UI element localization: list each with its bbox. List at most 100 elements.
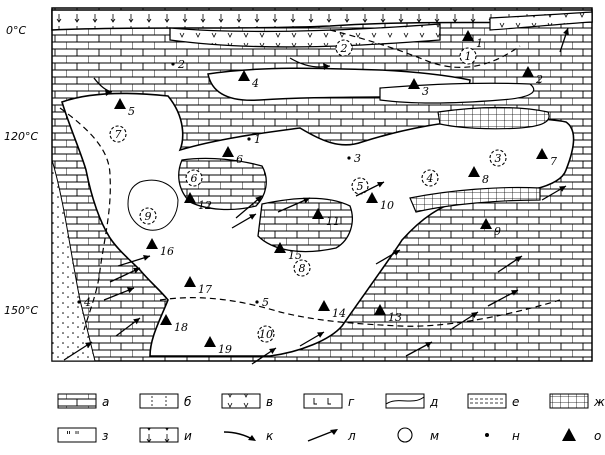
site-triangle-icon xyxy=(160,314,172,325)
legend-letter: л xyxy=(347,429,356,443)
site-triangle-icon xyxy=(274,242,286,253)
site-triangle-icon xyxy=(146,238,158,249)
down-arrows-icon xyxy=(139,427,179,443)
quote-marks-icon: " " xyxy=(57,427,97,443)
site-triangle-icon xyxy=(536,148,548,159)
site-triangle-number: 4 xyxy=(251,77,259,90)
arrow-head-icon xyxy=(323,63,330,70)
arrow-head-icon xyxy=(471,312,478,318)
site-triangle-number: 14 xyxy=(332,307,346,320)
zone-circle-number: 7 xyxy=(115,128,122,141)
brick-island-1 xyxy=(178,157,267,211)
triangle-icon xyxy=(562,428,576,441)
sample-dot-number: 5 xyxy=(262,296,269,309)
arrow-head-icon xyxy=(85,342,92,348)
site-triangle-number: 17 xyxy=(198,283,212,296)
site-triangle-number: 18 xyxy=(174,321,188,334)
site-triangle-icon xyxy=(480,218,492,229)
zone-circle-number: 3 xyxy=(495,152,502,165)
arrow-head-icon xyxy=(511,290,518,296)
sample-dot-number: 2 xyxy=(177,58,185,71)
site-triangle-icon xyxy=(468,166,480,177)
site-triangle-icon xyxy=(184,192,196,203)
legend-letter: б xyxy=(184,395,192,409)
sample-dot-icon xyxy=(77,300,81,304)
site-triangle-icon xyxy=(408,78,420,89)
left-sand-wedge xyxy=(51,159,96,362)
legend-letter: ж xyxy=(593,395,605,409)
arrow-head-icon xyxy=(249,214,256,220)
arrow-head-icon xyxy=(303,197,310,204)
legend-letter: в xyxy=(266,395,273,409)
legend-letter: о xyxy=(594,429,601,443)
limestone-brick-icon xyxy=(57,393,97,409)
dashed-boundary-top xyxy=(329,29,521,69)
site-triangle-number: 5 xyxy=(128,105,135,118)
zone-circle-number: 5 xyxy=(357,180,364,193)
curved-arrow-icon xyxy=(223,431,256,441)
legend-letter: д xyxy=(429,395,438,409)
straight-arrow-icon xyxy=(307,429,338,442)
site-triangle-icon xyxy=(374,304,386,315)
volcanic-layer-right xyxy=(489,11,593,31)
site-triangle-number: 1 xyxy=(476,37,483,50)
arrow-head-icon xyxy=(127,287,134,294)
site-triangle-number: 10 xyxy=(380,199,394,212)
site-triangle-number: 3 xyxy=(422,85,429,98)
site-triangle-icon xyxy=(522,66,534,77)
site-triangle-number: 6 xyxy=(236,153,243,166)
zone-circle-icon xyxy=(489,149,507,167)
dotted-grid-icon xyxy=(549,393,589,409)
hook-pattern-icon xyxy=(303,393,343,409)
site-triangle-icon xyxy=(184,276,196,287)
svg-text:" ": " " xyxy=(66,429,80,442)
site-triangle-icon xyxy=(462,30,474,41)
zone-circle-number: 9 xyxy=(145,210,152,223)
arrow-head-icon xyxy=(559,186,566,192)
legend-letter: а xyxy=(102,395,109,409)
dashed-layers-icon xyxy=(467,393,507,409)
site-triangle-number: 12 xyxy=(198,199,212,212)
legend-letter: г xyxy=(348,395,355,409)
legend-letter: е xyxy=(512,395,519,409)
site-triangle-icon xyxy=(312,208,324,219)
legend-letter: н xyxy=(512,429,520,443)
dolomite-icon xyxy=(139,393,179,409)
temp-label-0: 0°C xyxy=(6,24,26,37)
sample-dot-number: 4 xyxy=(83,296,91,309)
circle-icon xyxy=(397,427,413,443)
zone-circle-number: 10 xyxy=(259,328,273,341)
sample-dot-icon xyxy=(255,300,259,304)
fault-band-icon xyxy=(385,393,425,409)
zone-circle-icon xyxy=(109,125,127,143)
sample-dot-icon xyxy=(171,62,175,66)
site-triangle-icon xyxy=(114,98,126,109)
arrow-head-icon xyxy=(317,332,324,338)
arrow-head-icon xyxy=(133,267,140,274)
legend-letter: и xyxy=(184,429,192,443)
legend-letter: м xyxy=(430,429,439,443)
dot-icon xyxy=(485,433,489,437)
site-triangle-number: 19 xyxy=(218,343,232,356)
zone-circle-number: 4 xyxy=(426,172,434,185)
zone-circle-icon xyxy=(459,47,477,65)
site-triangle-icon xyxy=(318,300,330,311)
arrow-head-icon xyxy=(393,250,400,256)
zone-circle-icon xyxy=(139,207,157,225)
site-triangle-number: 2 xyxy=(535,73,543,86)
legend-letter: з xyxy=(102,429,108,443)
site-triangle-number: 8 xyxy=(482,173,489,186)
zone-circle-number: 2 xyxy=(340,42,348,55)
site-triangle-number: 9 xyxy=(494,225,501,238)
zone-circle-number: 8 xyxy=(299,262,306,275)
arrow-head-icon xyxy=(105,89,112,96)
arrow-head-icon xyxy=(377,182,384,188)
site-triangle-number: 13 xyxy=(388,311,402,324)
zone-circle-icon xyxy=(335,39,353,57)
site-triangle-number: 15 xyxy=(288,249,302,262)
arrow-head-icon xyxy=(515,256,522,263)
dashed-boundary-left xyxy=(59,107,111,331)
